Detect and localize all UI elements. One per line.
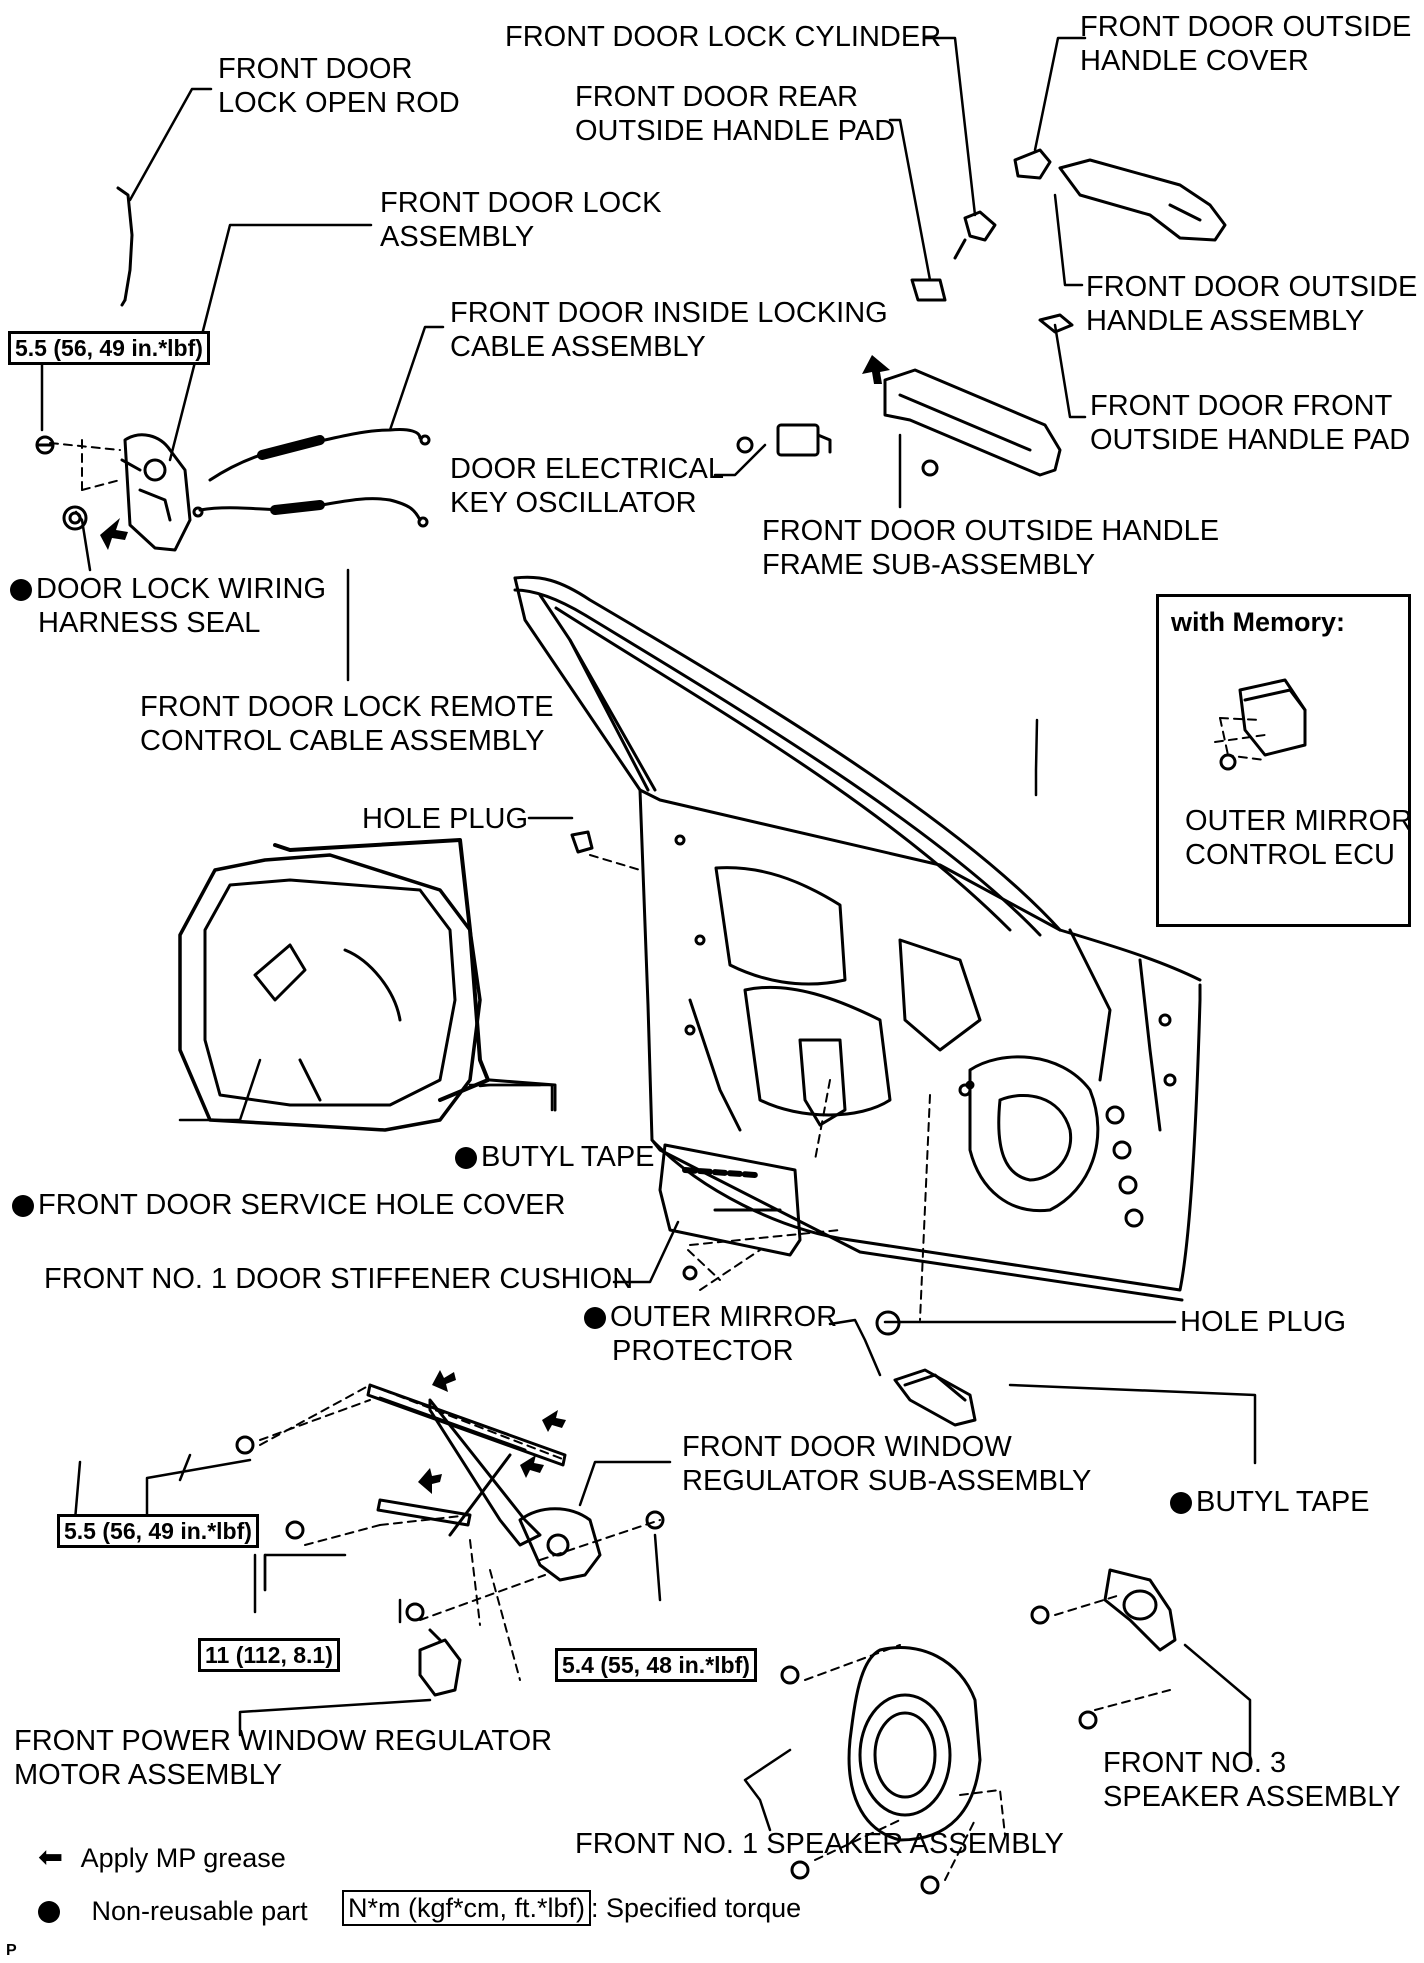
outer-mirror-protector — [893, 1368, 977, 1427]
corner-mark: P — [6, 1942, 17, 1959]
grease-arrow-icon: ⬅ — [38, 1841, 64, 1874]
outer-mirror-ecu — [1219, 678, 1307, 771]
memory-option-box: with Memory: — [1156, 594, 1411, 927]
outside-handle-cover — [1013, 148, 1052, 180]
legend-grease: ⬅ Apply MP grease — [38, 1841, 286, 1874]
label-butyl-tape-bottom: BUTYL TAPE — [1170, 1485, 1370, 1519]
non-reusable-mark — [455, 1147, 477, 1169]
key-oscillator — [736, 423, 832, 457]
label-hole-plug-top: HOLE PLUG — [362, 803, 528, 835]
non-reusable-mark — [10, 579, 32, 601]
hole-plug-top — [570, 830, 594, 854]
non-reusable-icon — [38, 1901, 60, 1923]
remote-control-cable — [192, 497, 429, 528]
window-regulator — [235, 1383, 665, 1622]
door-lock-assembly — [35, 433, 192, 552]
stiffener-cushion — [658, 1143, 802, 1281]
regulator-motor — [418, 1628, 462, 1697]
legend-non-reusable: Non-reusable part — [38, 1896, 308, 1927]
torque-box-sample: N*m (kgf*cm, ft.*lbf) — [342, 1890, 592, 1926]
speaker-no3 — [1030, 1568, 1177, 1730]
label-wiring-harness-seal: DOOR LOCK WIRING HARNESS SEAL — [10, 572, 326, 640]
hole-plug-bottom — [875, 1310, 901, 1336]
outside-handle-assembly — [1058, 158, 1227, 242]
service-hole-cover — [178, 838, 490, 1132]
label-speaker-no1: FRONT NO. 1 SPEAKER ASSEMBLY — [575, 1828, 1064, 1860]
non-reusable-mark — [584, 1307, 606, 1329]
butyl-tape-top — [488, 1078, 557, 1112]
non-reusable-mark — [12, 1195, 34, 1217]
memory-box-title: with Memory: — [1171, 607, 1346, 637]
lock-cylinder — [953, 210, 997, 260]
inside-locking-cable — [208, 428, 431, 482]
label-hole-plug-bottom: HOLE PLUG — [1180, 1306, 1346, 1338]
label-butyl-tape-top: BUTYL TAPE — [455, 1140, 655, 1174]
leader-lines — [40, 36, 1257, 1832]
label-outer-mirror-protector: OUTER MIRROR PROTECTOR — [584, 1300, 837, 1368]
label-lock-cylinder: FRONT DOOR LOCK CYLINDER — [505, 21, 942, 53]
handle-frame-subassembly — [883, 368, 1062, 477]
grease-arrows — [100, 355, 890, 1494]
rear-outside-handle-pad — [910, 278, 947, 302]
torque-regulator-bolt-b: 5.4 (55, 48 in.*lbf) — [555, 1648, 757, 1682]
legend-torque: N*m (kgf*cm, ft.*lbf): Specified torque — [342, 1890, 801, 1926]
non-reusable-mark — [1170, 1492, 1192, 1514]
torque-regulator-nut: 11 (112, 8.1) — [198, 1638, 340, 1672]
torque-regulator-bolt: 5.5 (56, 49 in.*lbf) — [57, 1514, 259, 1548]
door-panel-drawing — [513, 575, 1202, 1302]
speaker-no1 — [780, 1645, 982, 1895]
torque-lock-screw: 5.5 (56, 49 in.*lbf) — [8, 331, 210, 365]
lock-open-rod — [116, 186, 134, 307]
label-service-hole-cover: FRONT DOOR SERVICE HOLE COVER — [12, 1188, 565, 1222]
front-outside-handle-pad — [1038, 313, 1074, 334]
label-stiffener-cushion: FRONT NO. 1 DOOR STIFFENER CUSHION — [44, 1263, 634, 1295]
